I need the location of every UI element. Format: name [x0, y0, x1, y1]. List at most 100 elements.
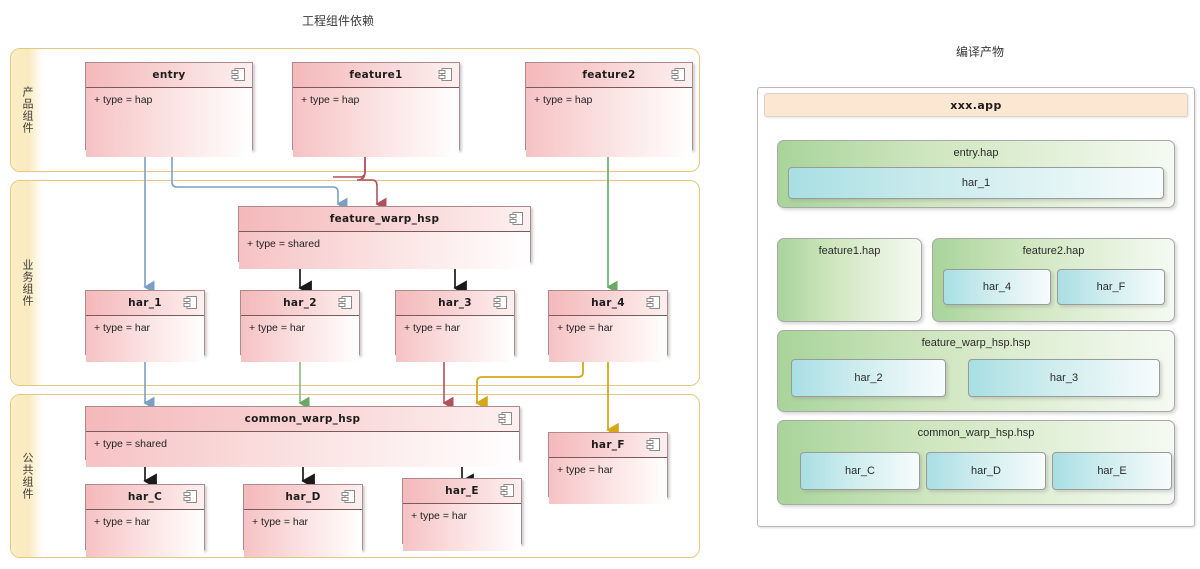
component-feature2[interactable]: feature2 + type = hap — [525, 62, 693, 157]
har-name: har_1 — [961, 177, 991, 189]
component-har-1[interactable]: har_1 + type = har — [85, 290, 205, 362]
component-har-3[interactable]: har_3 + type = har — [395, 290, 515, 362]
component-attribute: + type = shared — [94, 438, 167, 450]
har-box[interactable]: har_D — [926, 452, 1046, 490]
hap-common-warp-hsp[interactable]: common_warp_hsp.hsp har_C har_D har_E — [777, 420, 1175, 505]
component-har-2[interactable]: har_2 + type = har — [240, 290, 360, 362]
component-body: + type = har — [549, 458, 667, 504]
har-box[interactable]: har_4 — [943, 269, 1051, 305]
uml-component-icon — [338, 295, 353, 310]
component-attribute: + type = har — [252, 516, 309, 528]
component-header: har_1 — [86, 291, 204, 316]
har-name: har_3 — [1049, 372, 1079, 384]
uml-component-icon — [509, 211, 524, 226]
band-strip — [11, 49, 43, 171]
component-name: har_3 — [438, 297, 472, 309]
component-attribute: + type = hap — [534, 94, 593, 106]
component-header: har_3 — [396, 291, 514, 316]
band-label-product: 产品组件 — [21, 86, 33, 134]
component-body: + type = har — [241, 316, 359, 362]
component-header: common_warp_hsp — [86, 407, 519, 432]
har-box[interactable]: har_F — [1057, 269, 1165, 305]
component-attribute: + type = hap — [301, 94, 360, 106]
har-name: har_D — [971, 465, 1001, 477]
component-attribute: + type = har — [411, 510, 468, 522]
component-header: feature1 — [293, 63, 459, 88]
component-body: + type = har — [549, 316, 667, 362]
band-label-public: 公共组件 — [21, 452, 33, 500]
component-entry[interactable]: entry + type = hap — [85, 62, 253, 157]
component-header: entry — [86, 63, 252, 88]
app-header: xxx.app — [764, 93, 1188, 117]
hap-feature-warp-hsp[interactable]: feature_warp_hsp.hsp har_2 har_3 — [777, 330, 1175, 412]
har-name: har_C — [845, 465, 875, 477]
component-feature-warp-hsp[interactable]: feature_warp_hsp + type = shared — [238, 206, 531, 269]
component-body: + type = hap — [86, 88, 252, 157]
right-diagram-title: 编译产物 — [955, 45, 1004, 59]
component-feature1[interactable]: feature1 + type = hap — [292, 62, 460, 157]
uml-component-icon — [671, 67, 686, 82]
uml-component-icon — [493, 295, 508, 310]
hap-name: common_warp_hsp.hsp — [917, 427, 1035, 439]
component-body: + type = har — [244, 510, 362, 557]
har-name: har_F — [1096, 281, 1126, 293]
hap-name: feature_warp_hsp.hsp — [921, 337, 1031, 349]
component-attribute: + type = har — [557, 322, 614, 334]
component-header: har_E — [403, 479, 521, 504]
hap-feature1[interactable]: feature1.hap — [777, 238, 922, 322]
component-body: + type = hap — [526, 88, 692, 157]
uml-component-icon — [183, 489, 198, 504]
har-box[interactable]: har_E — [1052, 452, 1172, 490]
component-name: feature1 — [349, 69, 403, 81]
component-body: + type = har — [396, 316, 514, 362]
har-box[interactable]: har_C — [800, 452, 920, 490]
app-name: xxx.app — [950, 98, 1002, 112]
component-header: har_4 — [549, 291, 667, 316]
component-header: har_C — [86, 485, 204, 510]
har-name: har_E — [1097, 465, 1127, 477]
component-name: feature_warp_hsp — [329, 213, 440, 225]
component-header: har_F — [549, 433, 667, 458]
component-name: entry — [152, 69, 186, 81]
hap-feature2[interactable]: feature2.hap har_4 har_F — [932, 238, 1175, 322]
har-box[interactable]: har_3 — [968, 359, 1160, 397]
component-body: + type = har — [86, 316, 204, 362]
component-body: + type = har — [403, 504, 521, 551]
component-attribute: + type = har — [404, 322, 461, 334]
component-name: har_4 — [591, 297, 625, 309]
component-header: har_D — [244, 485, 362, 510]
hap-entry[interactable]: entry.hap har_1 — [777, 140, 1175, 208]
component-body: + type = shared — [86, 432, 519, 467]
hap-name: entry.hap — [953, 147, 999, 159]
har-name: har_2 — [854, 372, 883, 384]
uml-component-icon — [646, 437, 661, 452]
har-name: har_4 — [982, 281, 1012, 293]
component-name: har_1 — [128, 297, 162, 309]
component-attribute: + type = har — [94, 322, 151, 334]
component-body: + type = har — [86, 510, 204, 557]
component-body: + type = hap — [293, 88, 459, 157]
har-box[interactable]: har_2 — [791, 359, 946, 397]
component-body: + type = shared — [239, 232, 530, 269]
component-har-c[interactable]: har_C + type = har — [85, 484, 205, 557]
component-har-d[interactable]: har_D + type = har — [243, 484, 363, 557]
component-common-warp-hsp[interactable]: common_warp_hsp + type = shared — [85, 406, 520, 467]
uml-component-icon — [231, 67, 246, 82]
band-strip — [11, 181, 43, 385]
band-strip — [11, 395, 43, 557]
component-har-f[interactable]: har_F + type = har — [548, 432, 668, 504]
component-name: feature2 — [582, 69, 636, 81]
component-name: har_F — [591, 439, 625, 451]
component-har-4[interactable]: har_4 + type = har — [548, 290, 668, 362]
component-name: har_E — [445, 485, 479, 497]
uml-component-icon — [646, 295, 661, 310]
component-attribute: + type = har — [94, 516, 151, 528]
har-box[interactable]: har_1 — [788, 167, 1164, 199]
uml-component-icon — [183, 295, 198, 310]
hap-name: feature2.hap — [1022, 245, 1085, 257]
component-attribute: + type = har — [249, 322, 306, 334]
component-har-e[interactable]: har_E + type = har — [402, 478, 522, 551]
uml-component-icon — [341, 489, 356, 504]
component-name: har_D — [285, 491, 321, 503]
uml-component-icon — [500, 483, 515, 498]
